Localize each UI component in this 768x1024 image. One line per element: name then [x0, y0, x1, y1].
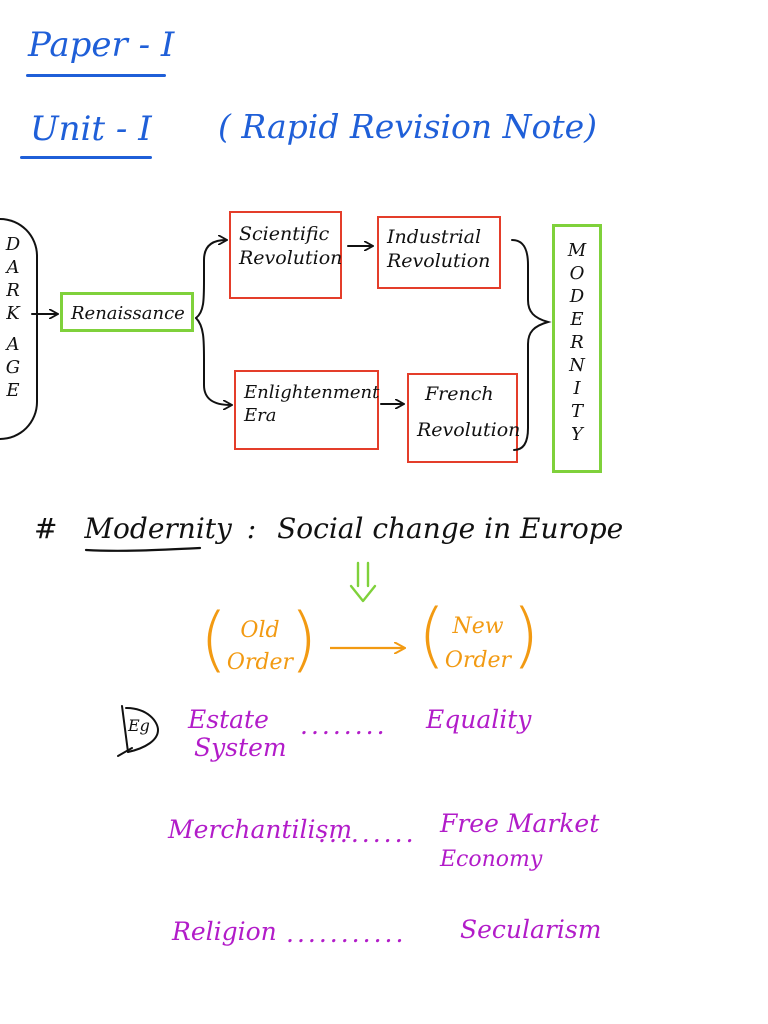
- modernity-letter: D: [569, 286, 585, 307]
- example-from-line1: Merchantilism: [168, 815, 353, 844]
- modernity-vertical-label: M O D E R N I T Y: [560, 242, 594, 449]
- hash-mark: #: [34, 512, 58, 545]
- modernity-letter: T: [570, 401, 583, 422]
- enlightenment-era-box: Enlightenment Era: [234, 370, 379, 450]
- scientific-line1: Scientific: [239, 223, 330, 245]
- modernity-term-underline: [84, 546, 202, 552]
- old-order-line2: Order: [226, 650, 294, 676]
- example-to-line2: Economy: [440, 846, 543, 872]
- industrial-revolution-box: Industrial Revolution: [377, 216, 501, 289]
- new-order-label: New Order: [440, 614, 516, 675]
- example-row-3-dots: ...........: [286, 920, 406, 948]
- modernity-definition-line: # Modernity : Social change in Europe: [34, 512, 623, 545]
- renaissance-branch-brace: [195, 240, 226, 319]
- renaissance-label: Renaissance: [71, 303, 185, 324]
- modernity-letter: M: [567, 240, 587, 261]
- modernity-brace: [511, 239, 552, 451]
- modernity-letter: Y: [571, 424, 583, 445]
- old-order-label: Old Order: [224, 618, 296, 677]
- scientific-line2: Revolution: [239, 246, 343, 269]
- dark-age-letter: A: [6, 334, 20, 355]
- enlightenment-line1: Enlightenment: [244, 382, 380, 403]
- dark-age-letter: A: [6, 257, 20, 278]
- unit-heading: Unit - I: [30, 112, 152, 146]
- definition-colon: :: [246, 512, 257, 545]
- old-order-left-paren: (: [200, 598, 228, 680]
- french-revolution-box: French Revolution: [407, 373, 521, 463]
- old-order-line1: Old: [240, 618, 280, 643]
- dark-age-letter: R: [6, 280, 20, 301]
- example-row-2-dots: .........: [318, 820, 417, 848]
- example-dots: .........: [318, 819, 417, 848]
- modernity-letter: R: [570, 332, 584, 353]
- example-row-1-from: Estate System: [188, 706, 287, 761]
- double-down-arrow: [349, 561, 377, 603]
- example-from-line2: System: [194, 732, 287, 762]
- revision-note-heading: ( Rapid Revision Note): [218, 110, 597, 143]
- modernity-letter: I: [573, 378, 581, 399]
- eg-symbol-icon: [117, 705, 160, 757]
- eg-label: Eg: [128, 716, 150, 735]
- example-from-line1: Estate: [188, 705, 269, 734]
- example-row-1-to: Equality: [426, 706, 531, 734]
- modernity-term: Modernity: [84, 512, 232, 545]
- dark-age-letter: D: [5, 234, 21, 255]
- industrial-line1: Industrial: [387, 226, 482, 248]
- modernity-letter: E: [570, 309, 584, 330]
- dark-age-letter: K: [6, 303, 20, 324]
- french-line2: Revolution: [417, 418, 521, 441]
- dark-age-label: D A R K A G E: [2, 236, 24, 405]
- example-dots: ...........: [286, 919, 407, 948]
- industrial-line2: Revolution: [387, 249, 491, 272]
- new-order-left-paren: (: [418, 594, 446, 676]
- modernity-letter: O: [569, 263, 585, 284]
- example-to-line1: Equality: [426, 705, 532, 734]
- enlightenment-line2: Era: [244, 404, 277, 426]
- renaissance-branch-brace-lower: [195, 317, 231, 405]
- french-line1: French: [425, 383, 494, 405]
- example-dots: ........: [300, 711, 388, 740]
- paper-underline: [26, 74, 166, 77]
- new-order-right-paren: ): [512, 594, 540, 676]
- eg-label-text: Eg: [128, 716, 150, 735]
- new-order-line1: New: [452, 614, 504, 639]
- modernity-letter: N: [569, 355, 585, 376]
- old-order-right-paren: ): [290, 598, 318, 680]
- example-row-2-from: Merchantilism: [168, 816, 352, 844]
- example-row-2-to: Free Market Economy: [440, 810, 599, 872]
- unit-heading-text: Unit - I: [30, 109, 152, 149]
- modernity-box: [552, 224, 602, 473]
- modernity-definition: Social change in Europe: [277, 512, 624, 545]
- example-row-3-from: Religion: [172, 918, 277, 946]
- example-row-1-dots: ........: [300, 712, 388, 740]
- revision-note-text: ( Rapid Revision Note): [218, 107, 598, 146]
- renaissance-box: Renaissance: [60, 292, 194, 332]
- paper-heading: Paper - I: [28, 28, 174, 62]
- unit-underline: [20, 156, 152, 159]
- dark-age-letter: E: [6, 380, 20, 401]
- scientific-revolution-box: Scientific Revolution: [229, 211, 342, 299]
- example-row-3-to: Secularism: [460, 916, 601, 944]
- example-to-line1: Secularism: [460, 915, 602, 944]
- new-order-line2: Order: [444, 648, 512, 674]
- example-to-line1: Free Market: [440, 809, 600, 838]
- example-from-line1: Religion: [172, 917, 277, 946]
- dark-age-letter: G: [5, 357, 21, 378]
- paper-heading-text: Paper - I: [28, 25, 175, 65]
